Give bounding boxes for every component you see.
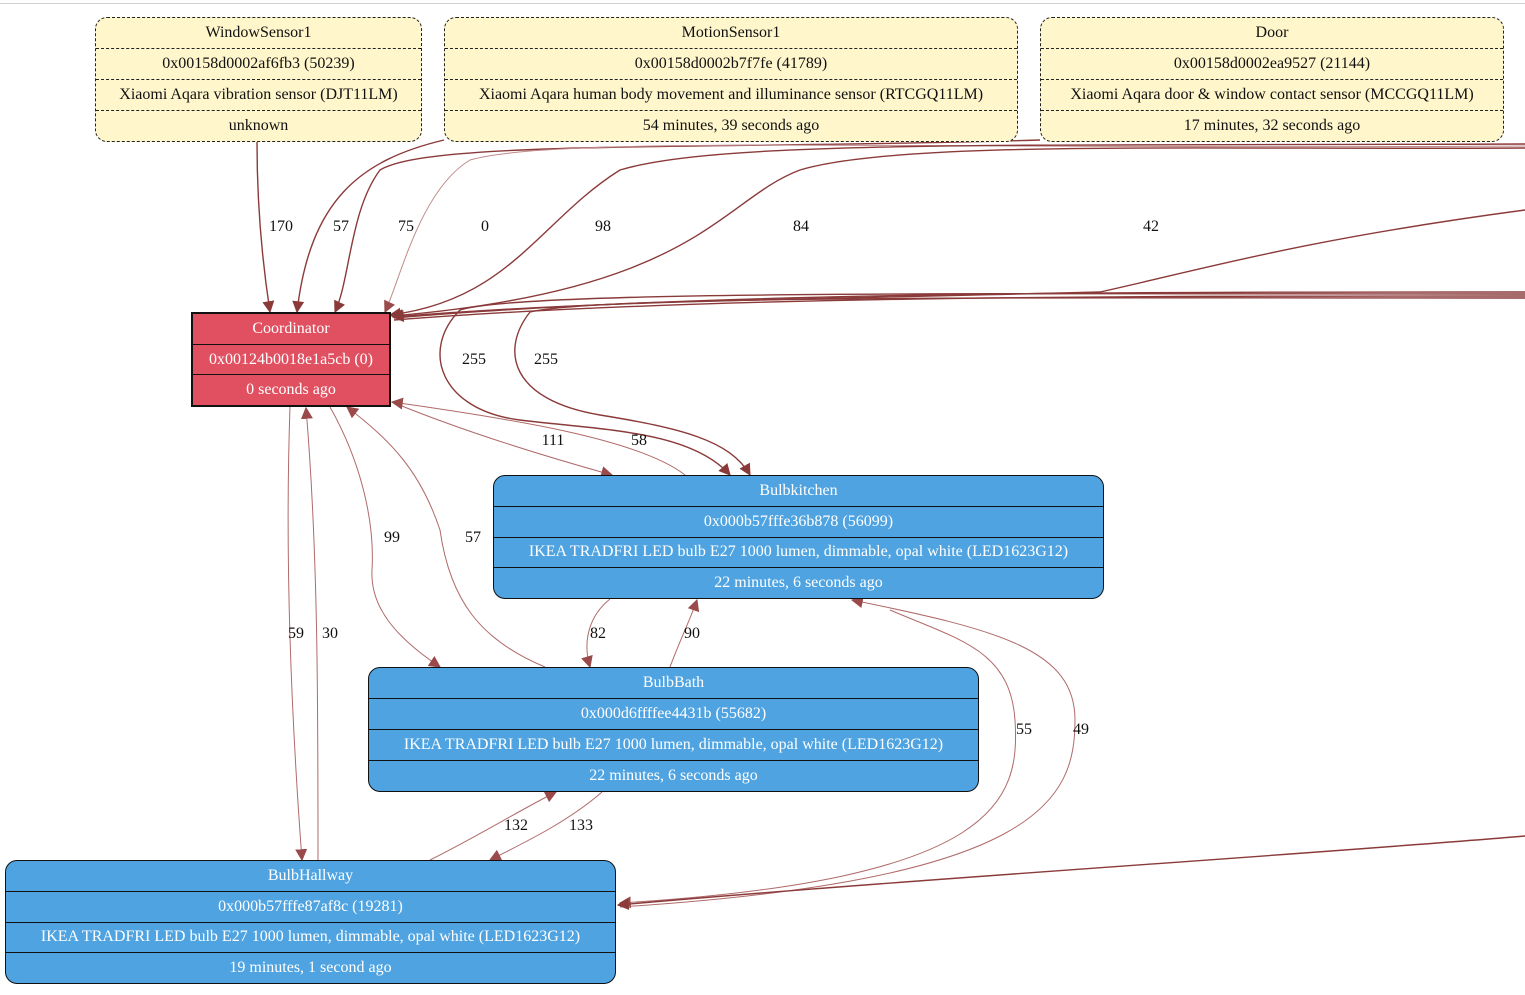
edge-coord-kitchen-111 — [391, 401, 614, 478]
edge-kitchen-coord-58 — [390, 397, 686, 476]
edge-hallway-kitchen-49 — [619, 596, 1076, 908]
node-door[interactable]: Door 0x00158d0002ea9527 (21144) Xiaomi A… — [1040, 17, 1504, 142]
edge-42 — [391, 209, 1525, 323]
edge-255-b — [514, 297, 1525, 477]
edge-door-coordinator — [334, 139, 1041, 314]
node-address: 0x00158d0002ea9527 (21144) — [1041, 48, 1503, 79]
node-address: 0x00124b0018e1a5cb (0) — [193, 343, 389, 375]
edge-label: 84 — [793, 218, 809, 235]
node-name: MotionSensor1 — [681, 24, 781, 41]
node-address: 0x00158d0002af6fb3 (50239) — [96, 48, 421, 79]
node-bulbbath[interactable]: BulbBath 0x000d6ffffee4431b (55682) IKEA… — [368, 667, 979, 792]
edge-kitchen-bath-82 — [581, 598, 611, 669]
node-last-seen: 54 minutes, 39 seconds ago — [445, 110, 1017, 141]
edge-255-a — [439, 292, 1525, 476]
edge-label: 59 — [288, 625, 304, 642]
node-last-seen: 17 minutes, 32 seconds ago — [1041, 110, 1503, 141]
edge-label: 255 — [534, 351, 558, 368]
node-model: Xiaomi Aqara human body movement and ill… — [445, 79, 1017, 110]
edge-coord-bath-99 — [329, 406, 441, 668]
edge-offscreen-hallway — [616, 835, 1525, 911]
edge-label: 42 — [1143, 218, 1159, 235]
edge-label: 30 — [322, 625, 338, 642]
top-divider — [0, 3, 1525, 4]
edge-bath-hallway-133 — [488, 791, 603, 861]
edge-hallway-coord-30 — [300, 406, 319, 861]
edge-coord-hallway-59 — [287, 406, 308, 862]
node-model: IKEA TRADFRI LED bulb E27 1000 lumen, di… — [494, 536, 1103, 568]
edge-label: 0 — [481, 218, 489, 235]
edge-label: 170 — [269, 218, 293, 235]
node-coordinator[interactable]: Coordinator 0x00124b0018e1a5cb (0) 0 sec… — [191, 312, 391, 407]
edge-kitchen-hallway-55 — [618, 609, 1017, 909]
node-last-seen: 22 minutes, 6 seconds ago — [369, 760, 978, 791]
edge-label: 99 — [384, 529, 400, 546]
edge-window-coordinator — [256, 141, 275, 314]
edge-label: 133 — [569, 817, 593, 834]
node-model: IKEA TRADFRI LED bulb E27 1000 lumen, di… — [6, 921, 615, 953]
edge-label: 98 — [595, 218, 611, 235]
node-address: 0x000b57fffe87af8c (19281) — [6, 890, 615, 922]
node-model: Xiaomi Aqara door & window contact senso… — [1041, 79, 1503, 110]
edge-label: 57 — [333, 218, 349, 235]
edge-label: 57 — [465, 529, 481, 546]
edge-label: 75 — [398, 218, 414, 235]
edge-label: 55 — [1016, 721, 1032, 738]
node-model: IKEA TRADFRI LED bulb E27 1000 lumen, di… — [369, 729, 978, 760]
node-bulbkitchen[interactable]: Bulbkitchen 0x000b57fffe36b878 (56099) I… — [493, 475, 1104, 599]
edge-84 — [390, 147, 1525, 322]
edge-0 — [384, 144, 1525, 314]
node-windowsensor1[interactable]: WindowSensor1 0x00158d0002af6fb3 (50239)… — [95, 17, 422, 142]
node-last-seen: 22 minutes, 6 seconds ago — [494, 567, 1103, 598]
edge-label: 132 — [504, 817, 528, 834]
node-name: Bulbkitchen — [759, 481, 838, 499]
edge-hallway-bath-132 — [429, 791, 558, 861]
node-bulbhallway[interactable]: BulbHallway 0x000b57fffe87af8c (19281) I… — [5, 860, 616, 984]
node-motionsensor1[interactable]: MotionSensor1 0x00158d0002b7f7fe (41789)… — [444, 17, 1018, 142]
edge-offscreen-a — [393, 291, 1525, 319]
edge-label: 82 — [590, 625, 606, 642]
node-name: Door — [1255, 24, 1289, 41]
node-last-seen: 0 seconds ago — [193, 374, 389, 405]
node-model: Xiaomi Aqara vibration sensor (DJT11LM) — [96, 79, 421, 110]
edge-label: 58 — [631, 432, 647, 449]
node-name: Coordinator — [252, 319, 330, 337]
edge-label: 49 — [1073, 721, 1089, 738]
edge-98 — [388, 143, 1525, 320]
node-address: 0x000d6ffffee4431b (55682) — [369, 698, 978, 729]
node-name: BulbHallway — [267, 866, 354, 884]
edge-bath-coord-57 — [346, 406, 546, 668]
edge-label: 111 — [542, 432, 565, 449]
node-last-seen: unknown — [96, 110, 421, 141]
node-address: 0x00158d0002b7f7fe (41789) — [445, 48, 1017, 79]
edge-label: 90 — [684, 625, 700, 642]
node-last-seen: 19 minutes, 1 second ago — [6, 952, 615, 983]
node-name: WindowSensor1 — [205, 24, 312, 41]
node-name: BulbBath — [642, 674, 705, 691]
edge-motion-coordinator — [292, 139, 445, 314]
edge-bath-kitchen-90 — [669, 598, 700, 668]
edge-label: 255 — [462, 351, 486, 368]
node-address: 0x000b57fffe36b878 (56099) — [494, 505, 1103, 537]
